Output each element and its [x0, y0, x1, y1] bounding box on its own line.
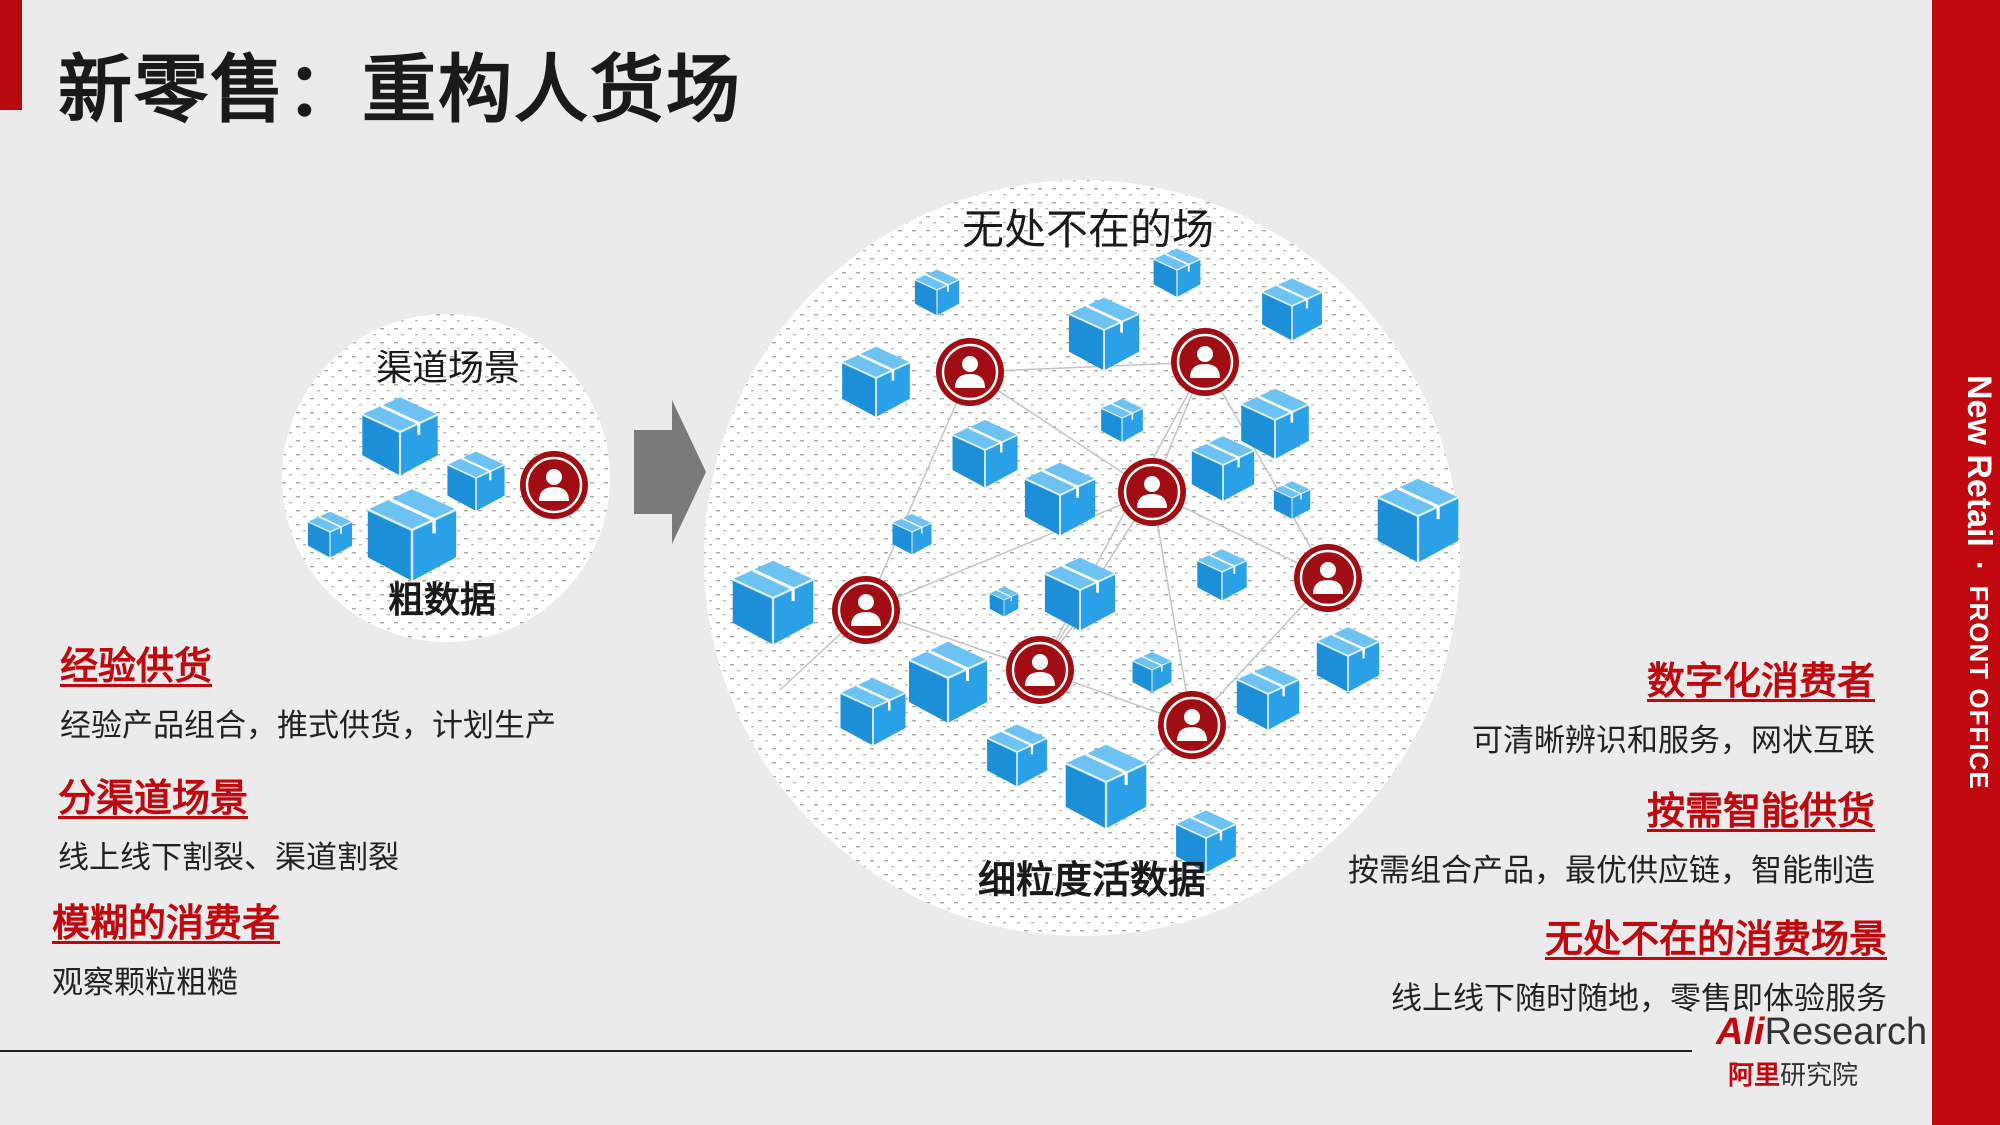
right-item-ubiquitous-scenes: 无处不在的消费场景 线上线下随时随地，零售即体验服务 [1391, 908, 1887, 1018]
logo-ali: Ali [1716, 1011, 1765, 1053]
logo-research: Research [1764, 1011, 1928, 1053]
small-circle [282, 314, 610, 642]
logo-cn-red: 阿里 [1728, 1061, 1781, 1091]
small-circle-top-label: 渠道场景 [376, 348, 520, 389]
side-band-separator: · [1963, 561, 1996, 572]
person-icon [1169, 326, 1241, 398]
left-item-desc: 观察颗粒粗糙 [52, 965, 238, 1001]
right-item-on-demand-supply: 按需智能供货 按需组合产品，最优供应链，智能制造 [1348, 780, 1875, 890]
logo-cn-rest: 研究院 [1780, 1061, 1859, 1091]
left-item-heading: 模糊的消费者 [52, 901, 281, 945]
left-item-desc: 经验产品组合，推式供货，计划生产 [60, 708, 556, 744]
right-item-desc: 可清晰辨识和服务，网状互联 [1472, 723, 1875, 759]
right-item-heading: 数字化消费者 [1646, 659, 1875, 703]
big-circle-top-label: 无处不在的场 [962, 205, 1214, 254]
left-item-experience-supply: 经验供货 经验产品组合，推式供货，计划生产 [60, 635, 556, 745]
logo-cn: 阿里研究院 [1716, 1055, 1936, 1092]
left-item-heading: 分渠道场景 [58, 776, 249, 820]
page-title: 新零售：重构人货场 [58, 47, 742, 133]
big-circle-bottom-label: 细粒度活数据 [978, 858, 1206, 902]
person-icon [1004, 634, 1076, 706]
person-icon [518, 449, 590, 521]
right-arrow-icon [634, 400, 706, 544]
person-icon [830, 574, 902, 646]
footer-divider [0, 1050, 1692, 1052]
side-band-text: New Retail · FRONT OFFICE [1934, 375, 1998, 790]
logo-wordmark: AliResearch [1716, 1013, 1936, 1051]
title-accent-bar [0, 0, 22, 110]
person-icon [1156, 689, 1228, 761]
left-item-desc: 线上线下割裂、渠道割裂 [58, 840, 399, 876]
aliresearch-logo: AliResearch 阿里研究院 [1716, 1013, 1936, 1092]
left-item-fuzzy-consumer: 模糊的消费者 观察颗粒粗糙 [52, 892, 280, 1002]
small-circle-bottom-label: 粗数据 [388, 580, 496, 621]
right-item-desc: 按需组合产品，最优供应链，智能制造 [1348, 853, 1875, 889]
left-item-channel-scenes: 分渠道场景 线上线下割裂、渠道割裂 [58, 767, 399, 877]
side-band: New Retail · FRONT OFFICE [1932, 0, 2000, 1125]
right-item-desc: 线上线下随时随地，零售即体验服务 [1391, 981, 1887, 1017]
left-item-heading: 经验供货 [60, 644, 213, 688]
side-band-sub: FRONT OFFICE [1964, 585, 1994, 790]
right-item-heading: 按需智能供货 [1646, 789, 1875, 833]
right-item-heading: 无处不在的消费场景 [1544, 917, 1887, 961]
retail-diagram: 渠道场景 粗数据 [282, 180, 1460, 936]
person-icon [1292, 542, 1364, 614]
person-icon [934, 336, 1006, 408]
person-icon [1116, 456, 1188, 528]
side-band-main: New Retail [1960, 375, 1998, 547]
right-item-digital-consumer: 数字化消费者 可清晰辨识和服务，网状互联 [1472, 650, 1875, 760]
